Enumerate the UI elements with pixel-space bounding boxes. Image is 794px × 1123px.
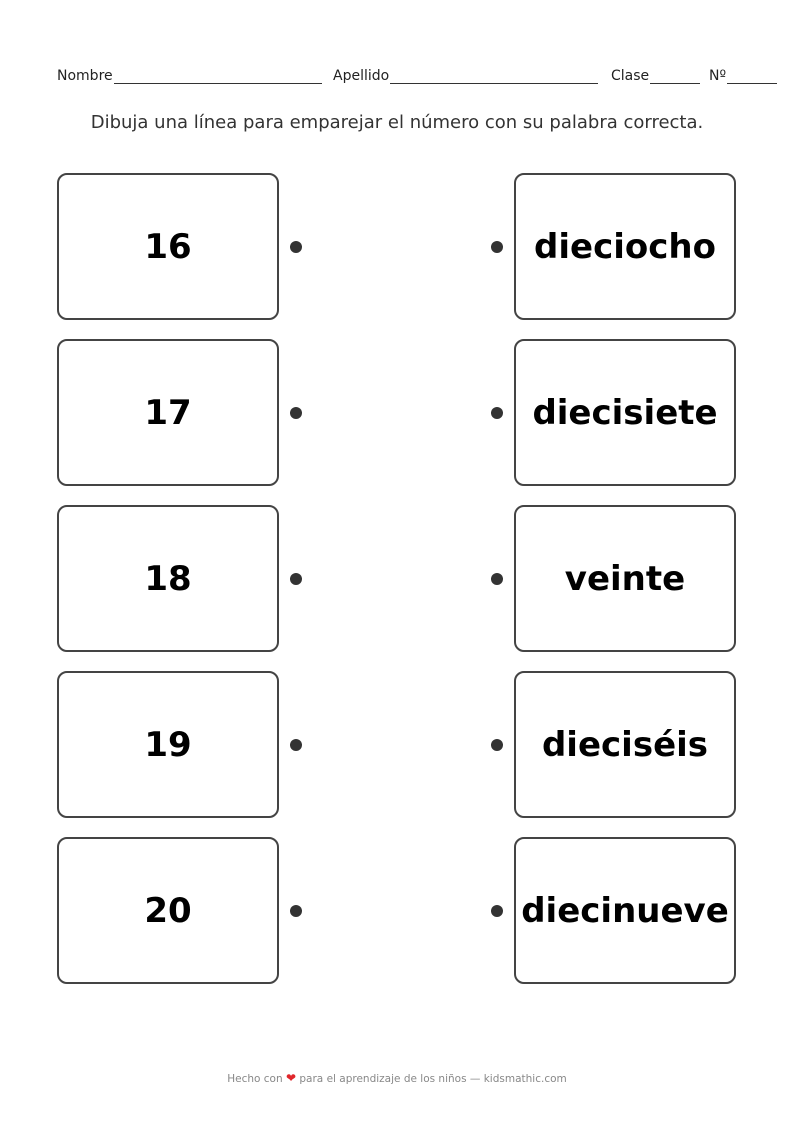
right-dot-3[interactable] bbox=[491, 573, 503, 585]
left-dot-1[interactable] bbox=[290, 241, 302, 253]
heart-icon: ❤ bbox=[285, 1071, 297, 1085]
instruction-text: Dibuja una línea para emparejar el númer… bbox=[90, 112, 704, 133]
word-box-diecinueve: diecinueve bbox=[514, 837, 736, 984]
apellido-line[interactable] bbox=[390, 69, 599, 84]
number-box-17: 17 bbox=[57, 339, 279, 486]
numero-label: Nº bbox=[709, 68, 727, 84]
left-dot-5[interactable] bbox=[290, 905, 302, 917]
word-box-dieciocho: dieciocho bbox=[514, 173, 736, 320]
clase-line[interactable] bbox=[650, 69, 701, 84]
right-dot-2[interactable] bbox=[491, 407, 503, 419]
clase-field[interactable]: Clase bbox=[611, 68, 701, 84]
right-dot-5[interactable] bbox=[491, 905, 503, 917]
right-dot-1[interactable] bbox=[491, 241, 503, 253]
nombre-line[interactable] bbox=[113, 69, 322, 84]
apellido-field[interactable]: Apellido bbox=[333, 68, 599, 84]
clase-label: Clase bbox=[611, 68, 650, 84]
footer: Hecho con ❤ para el aprendizaje de los n… bbox=[0, 1071, 794, 1085]
number-box-18: 18 bbox=[57, 505, 279, 652]
word-box-veinte: veinte bbox=[514, 505, 736, 652]
nombre-label: Nombre bbox=[57, 68, 113, 84]
left-dot-4[interactable] bbox=[290, 739, 302, 751]
numero-field[interactable]: Nº bbox=[709, 68, 778, 84]
left-dot-2[interactable] bbox=[290, 407, 302, 419]
numero-line[interactable] bbox=[727, 69, 778, 84]
nombre-field[interactable]: Nombre bbox=[57, 68, 322, 84]
student-info-header: Nombre Apellido Clase Nº bbox=[57, 68, 778, 88]
number-box-20: 20 bbox=[57, 837, 279, 984]
footer-prefix: Hecho con bbox=[227, 1073, 283, 1085]
number-box-16: 16 bbox=[57, 173, 279, 320]
left-dot-3[interactable] bbox=[290, 573, 302, 585]
number-box-19: 19 bbox=[57, 671, 279, 818]
right-dot-4[interactable] bbox=[491, 739, 503, 751]
word-box-diecisiete: diecisiete bbox=[514, 339, 736, 486]
word-box-dieciseis: dieciséis bbox=[514, 671, 736, 818]
apellido-label: Apellido bbox=[333, 68, 390, 84]
footer-suffix: para el aprendizaje de los niños — kidsm… bbox=[299, 1073, 567, 1085]
